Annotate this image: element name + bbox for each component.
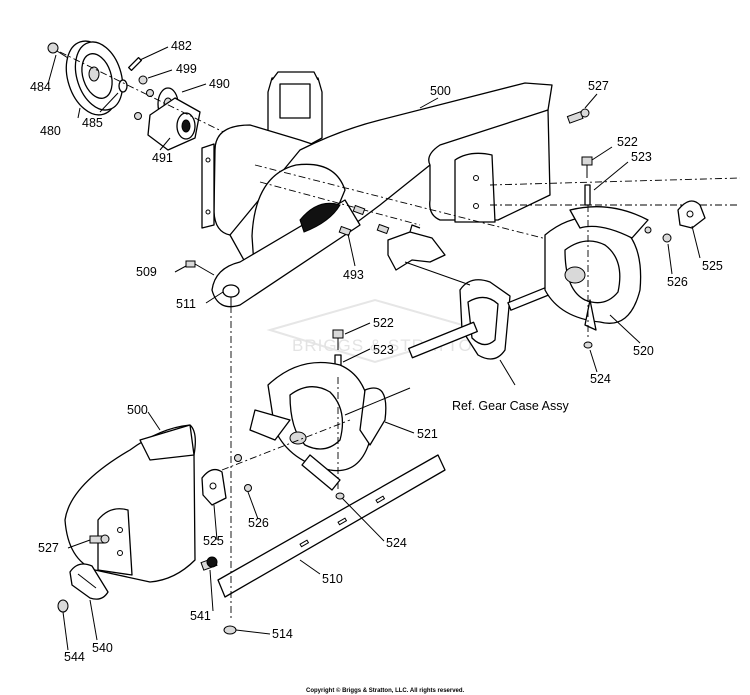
label-524-right: 524 <box>590 372 611 386</box>
pin-523-top <box>584 184 591 206</box>
impeller <box>387 224 471 286</box>
carriage-bolt-511 <box>222 284 240 306</box>
label-524-mid: 524 <box>386 536 407 550</box>
bearing-plate-525-left <box>201 468 227 506</box>
nut-524-mid <box>335 492 345 500</box>
label-523-mid: 523 <box>373 343 394 357</box>
shaft-centerline <box>254 164 591 251</box>
label-526-left: 526 <box>248 516 269 530</box>
label-523-top: 523 <box>631 150 652 164</box>
auger-housing-500 <box>201 71 553 308</box>
skid-shoe-540 <box>69 563 109 600</box>
label-500-top: 500 <box>430 84 451 98</box>
label-491: 491 <box>152 151 173 165</box>
label-499: 499 <box>176 62 197 76</box>
axis-line <box>59 51 251 146</box>
screw-509 <box>185 260 215 276</box>
auger-housing-500-left <box>64 424 196 583</box>
bearing-plate-525-right <box>677 200 706 229</box>
label-521: 521 <box>417 427 438 441</box>
label-522-top: 522 <box>617 135 638 149</box>
copyright-text: Copyright © Briggs & Stratton, LLC. All … <box>306 687 465 694</box>
label-527-left: 527 <box>38 541 59 555</box>
label-482: 482 <box>171 39 192 53</box>
label-525-left: 525 <box>203 534 224 548</box>
label-541: 541 <box>190 609 211 623</box>
label-522-mid: 522 <box>373 316 394 330</box>
bearing-flange-491 <box>134 97 201 151</box>
label-540: 540 <box>92 641 113 655</box>
label-510: 510 <box>322 572 343 586</box>
washer-485 <box>118 79 128 93</box>
auger-520 <box>544 206 649 331</box>
nut-514 <box>223 625 237 635</box>
bolt-527-top <box>566 108 590 124</box>
bolt-484 <box>47 42 69 59</box>
label-520: 520 <box>633 344 654 358</box>
label-544: 544 <box>64 650 85 664</box>
nut-526-right <box>644 226 672 243</box>
nut-524-right <box>583 341 593 349</box>
bolt-541 <box>200 556 218 571</box>
scraper-bar-510 <box>217 454 446 598</box>
label-509: 509 <box>136 265 157 279</box>
leader-lines <box>47 46 701 651</box>
label-480: 480 <box>40 124 61 138</box>
label-514: 514 <box>272 627 293 641</box>
label-490: 490 <box>209 77 230 91</box>
pulley-480 <box>65 40 124 116</box>
label-500-left: 500 <box>127 403 148 417</box>
gear-case-assembly <box>408 279 549 386</box>
label-526-right: 526 <box>667 275 688 289</box>
nut-544 <box>57 599 69 613</box>
auger-521 <box>249 361 411 491</box>
part-labels: 484 482 499 490 485 480 491 500 527 522 … <box>30 39 723 664</box>
label-527-top: 527 <box>588 79 609 93</box>
bolt-527-left <box>89 534 110 544</box>
ref-gear-case-label: Ref. Gear Case Assy <box>452 399 569 413</box>
bolt-493 <box>338 204 390 237</box>
label-484: 484 <box>30 80 51 94</box>
key-482 <box>127 56 143 72</box>
label-493: 493 <box>343 268 364 282</box>
label-511: 511 <box>176 297 196 311</box>
label-485: 485 <box>82 116 103 130</box>
nut-526-left <box>234 454 252 492</box>
nut-499 <box>138 75 154 97</box>
bolt-522-top <box>581 156 593 178</box>
label-525-right: 525 <box>702 259 723 273</box>
bolt-522-mid <box>332 329 344 350</box>
